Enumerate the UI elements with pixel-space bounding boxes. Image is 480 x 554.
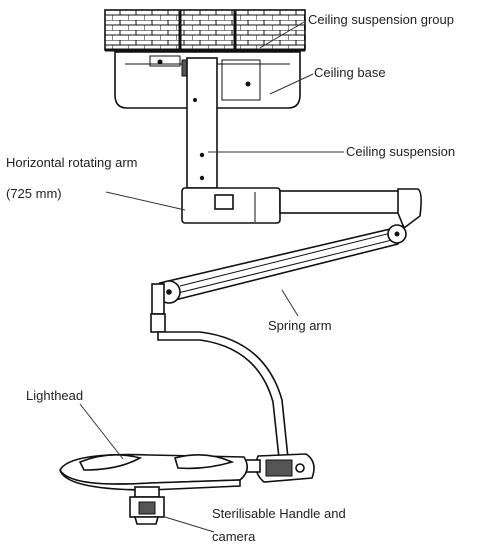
- label-handle-camera: camera: [212, 529, 256, 544]
- lighthead: [59, 453, 248, 491]
- label-ceiling-suspension: Ceiling suspension: [346, 144, 455, 159]
- label-lighthead: Lighthead: [26, 388, 83, 403]
- label-ceiling-base: Ceiling base: [314, 65, 386, 80]
- label-horizontal-arm: Horizontal rotating arm: [6, 155, 138, 170]
- horizontal-rotating-arm: [181, 187, 422, 230]
- ceiling-slab: [104, 9, 306, 52]
- ceiling-suspension-tube: [186, 57, 218, 189]
- spring-arm: [157, 224, 407, 304]
- labels: Ceiling suspension group Ceiling base Ce…: [6, 12, 455, 544]
- label-spring-arm: Spring arm: [268, 318, 332, 333]
- label-horizontal-arm-length: (725 mm): [6, 186, 62, 201]
- leader-lines: [79, 21, 344, 533]
- drop-tube: [150, 283, 289, 459]
- sterilisable-handle-camera: [129, 486, 165, 525]
- control-handle: [241, 453, 315, 483]
- label-ceiling-suspension-group: Ceiling suspension group: [308, 12, 454, 27]
- label-handle: Sterilisable Handle and: [212, 506, 346, 521]
